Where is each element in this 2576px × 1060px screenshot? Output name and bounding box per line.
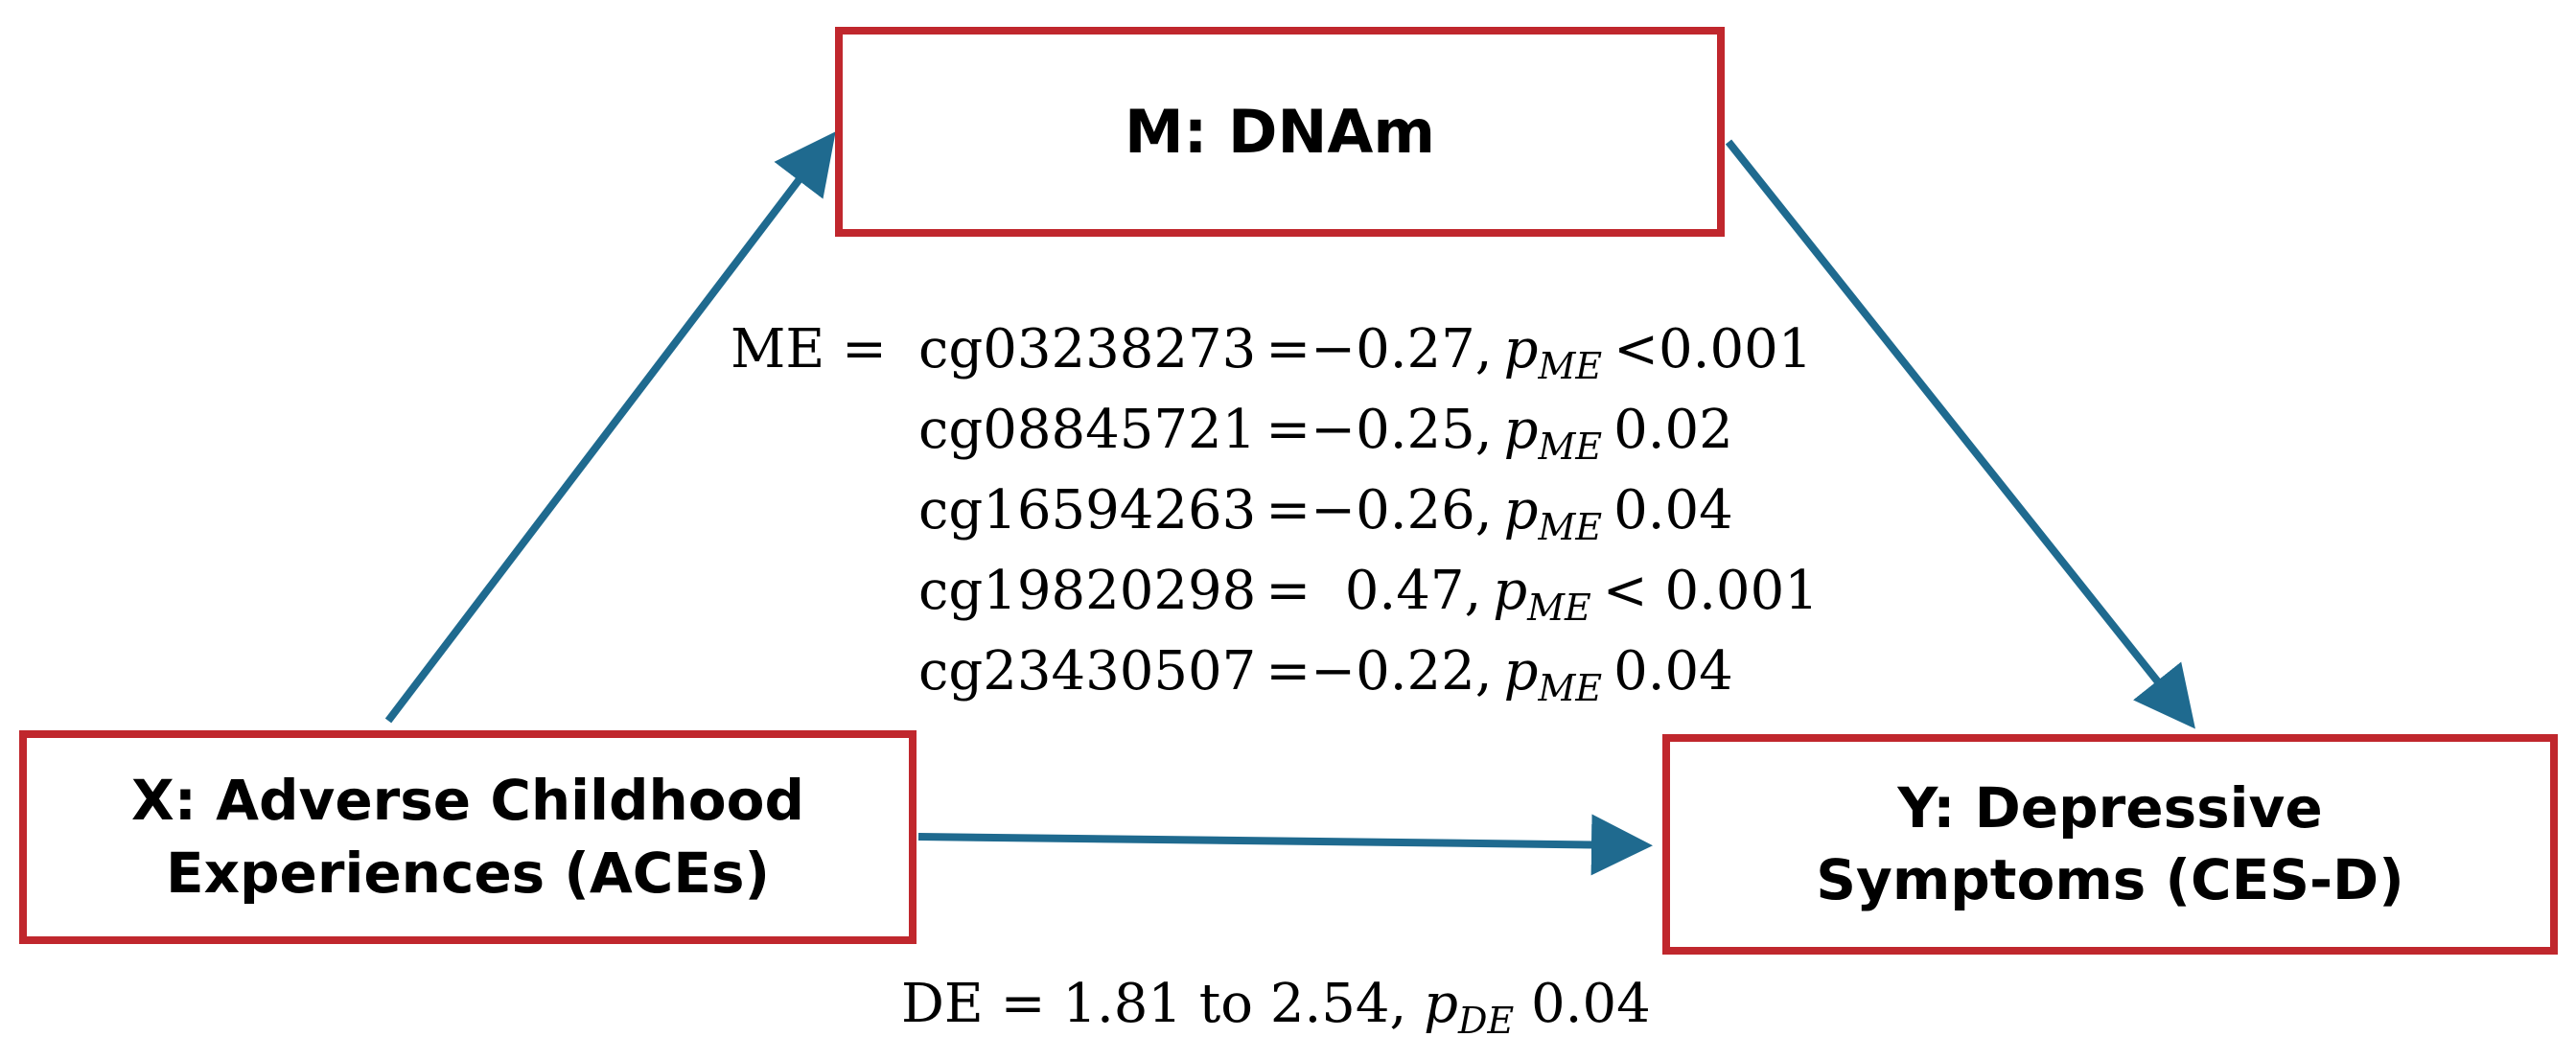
me-p-symbol: pME xyxy=(1503,479,1603,548)
arrow-x-to-m xyxy=(384,131,836,724)
me-p-symbol: pME xyxy=(1503,318,1603,387)
arrow-x-to-y xyxy=(917,814,1653,876)
exposure-label-line1: X: Adverse Childhood xyxy=(131,768,804,834)
me-p-subscript: ME xyxy=(1538,426,1603,468)
me-value: =−0.25, xyxy=(1265,399,1493,461)
outcome-label-line2: Symptoms (CES-D) xyxy=(1816,847,2404,912)
me-p-symbol: pME xyxy=(1503,399,1603,468)
me-p-subscript: ME xyxy=(1527,587,1591,629)
me-p-symbol: pME xyxy=(1503,640,1603,709)
me-row: cg03238273=−0.27,pME<0.001 xyxy=(918,323,1812,385)
me-cpg: cg23430507 xyxy=(918,640,1257,703)
de-label: DE = xyxy=(901,973,1046,1035)
direct-effect-line: DE = 1.81 to 2.54, pDE 0.04 xyxy=(901,978,1651,1040)
me-cpg: cg03238273 xyxy=(918,318,1257,380)
me-cpg: cg19820298 xyxy=(918,560,1257,622)
me-value: = 0.47, xyxy=(1265,560,1482,622)
me-p-subscript: ME xyxy=(1538,506,1603,548)
me-p-value: <0.001 xyxy=(1613,318,1813,380)
me-p-subscript: ME xyxy=(1538,667,1603,709)
me-value: =−0.26, xyxy=(1265,479,1493,542)
me-cpg: cg16594263 xyxy=(918,479,1257,542)
me-p-value: 0.02 xyxy=(1613,399,1733,461)
de-range: 1.81 to 2.54, xyxy=(1062,973,1407,1035)
me-p-value: 0.04 xyxy=(1613,640,1733,703)
me-value: =−0.27, xyxy=(1265,318,1493,380)
me-cpg: cg08845721 xyxy=(918,399,1257,461)
de-p-value: 0.04 xyxy=(1531,973,1651,1035)
me-p-subscript: ME xyxy=(1538,345,1603,387)
me-p-value: 0.04 xyxy=(1613,479,1733,542)
mediator-label: M: DNAm xyxy=(1124,97,1436,167)
de-p-symbol: pDE xyxy=(1424,973,1515,1042)
arrow-m-to-y xyxy=(1725,139,2195,729)
mediator-node: M: DNAm xyxy=(835,27,1725,237)
exposure-label-line2: Experiences (ACEs) xyxy=(165,840,771,906)
outcome-label-line1: Y: Depressive xyxy=(1897,774,2323,841)
me-row: cg19820298= 0.47,pME< 0.001 xyxy=(918,565,1819,627)
me-label: ME = xyxy=(731,318,887,380)
me-p-value: < 0.001 xyxy=(1602,560,1819,622)
de-p-subscript: DE xyxy=(1457,1000,1515,1042)
me-p-symbol: pME xyxy=(1493,560,1591,629)
outcome-node: Y: Depressive Symptoms (CES-D) xyxy=(1662,734,2558,955)
exposure-node: X: Adverse Childhood Experiences (ACEs) xyxy=(19,730,917,944)
me-value: =−0.22, xyxy=(1265,640,1493,703)
